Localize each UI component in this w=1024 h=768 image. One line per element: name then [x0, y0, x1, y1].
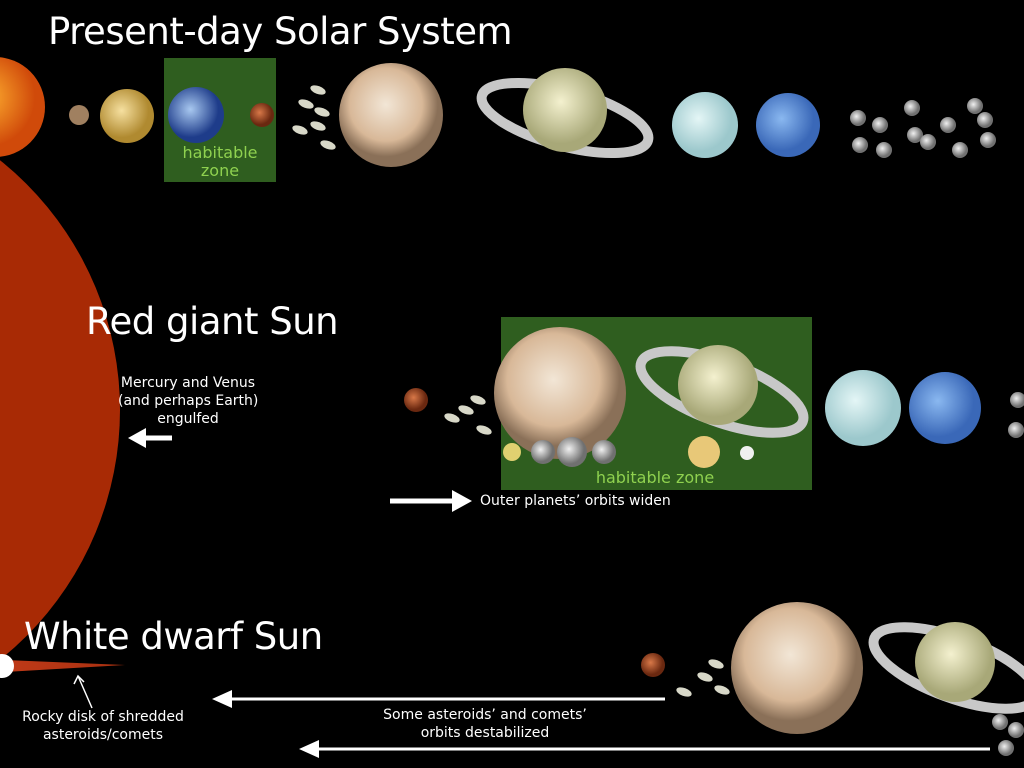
kuiper-belt-objects [1008, 392, 1024, 438]
engulfed-note: Mercury and Venus (and perhaps Earth) en… [118, 374, 258, 428]
section-title-white-dwarf: White dwarf Sun [24, 615, 323, 658]
saturn [868, 622, 1024, 714]
earth [168, 87, 224, 143]
kuiper-belt-objects [992, 714, 1024, 756]
asteroid-belt [444, 395, 492, 435]
venus [100, 89, 154, 143]
note-line: asteroids/comets [42, 727, 164, 743]
rocky-disk-note: Rocky disk of shredded asteroids/comets [10, 708, 196, 744]
mars [404, 388, 428, 412]
note-line: Mercury and Venus [120, 375, 256, 391]
destabilized-note: Some asteroids’ and comets’ orbits desta… [380, 706, 590, 742]
enceladus [740, 446, 754, 460]
section-title-present-day: Present-day Solar System [48, 10, 513, 53]
galilean-moons [503, 437, 616, 467]
note-line: Rocky disk of shredded [22, 709, 184, 725]
arrow-left-destabilized-2 [299, 740, 990, 758]
mars [641, 653, 665, 677]
neptune [909, 372, 981, 444]
note-line: engulfed [157, 411, 219, 427]
note-line: (and perhaps Earth) [118, 393, 259, 409]
orbits-widen-note: Outer planets’ orbits widen [480, 493, 671, 509]
jupiter [339, 63, 443, 167]
red-giant-sun [0, 160, 120, 660]
sun [0, 57, 45, 157]
uranus [825, 370, 901, 446]
titan [688, 436, 720, 468]
note-line: Some asteroids’ and comets’ [383, 707, 587, 723]
arrow-left-destabilized-1 [212, 690, 665, 708]
jupiter [494, 327, 626, 459]
habitable-zone-label: habitable zone [182, 143, 258, 180]
arrow-left-engulfed [128, 428, 172, 448]
disk-pointer-arrow [73, 674, 93, 709]
saturn [476, 68, 654, 159]
asteroid-belt [292, 85, 336, 150]
rocky-debris-disk [5, 660, 125, 672]
section-title-red-giant: Red giant Sun [86, 300, 339, 343]
note-line: orbits destabilized [420, 725, 550, 741]
habitable-zone-label: habitable zone [595, 468, 715, 487]
mars [250, 103, 274, 127]
asteroid-belt [676, 659, 730, 697]
neptune [756, 93, 820, 157]
jupiter [731, 602, 863, 734]
kuiper-belt-objects [850, 98, 996, 158]
uranus [672, 92, 738, 158]
arrow-right-orbits-widen [390, 490, 472, 512]
saturn [635, 345, 809, 438]
mercury [69, 105, 89, 125]
white-dwarf-sun [0, 654, 14, 678]
